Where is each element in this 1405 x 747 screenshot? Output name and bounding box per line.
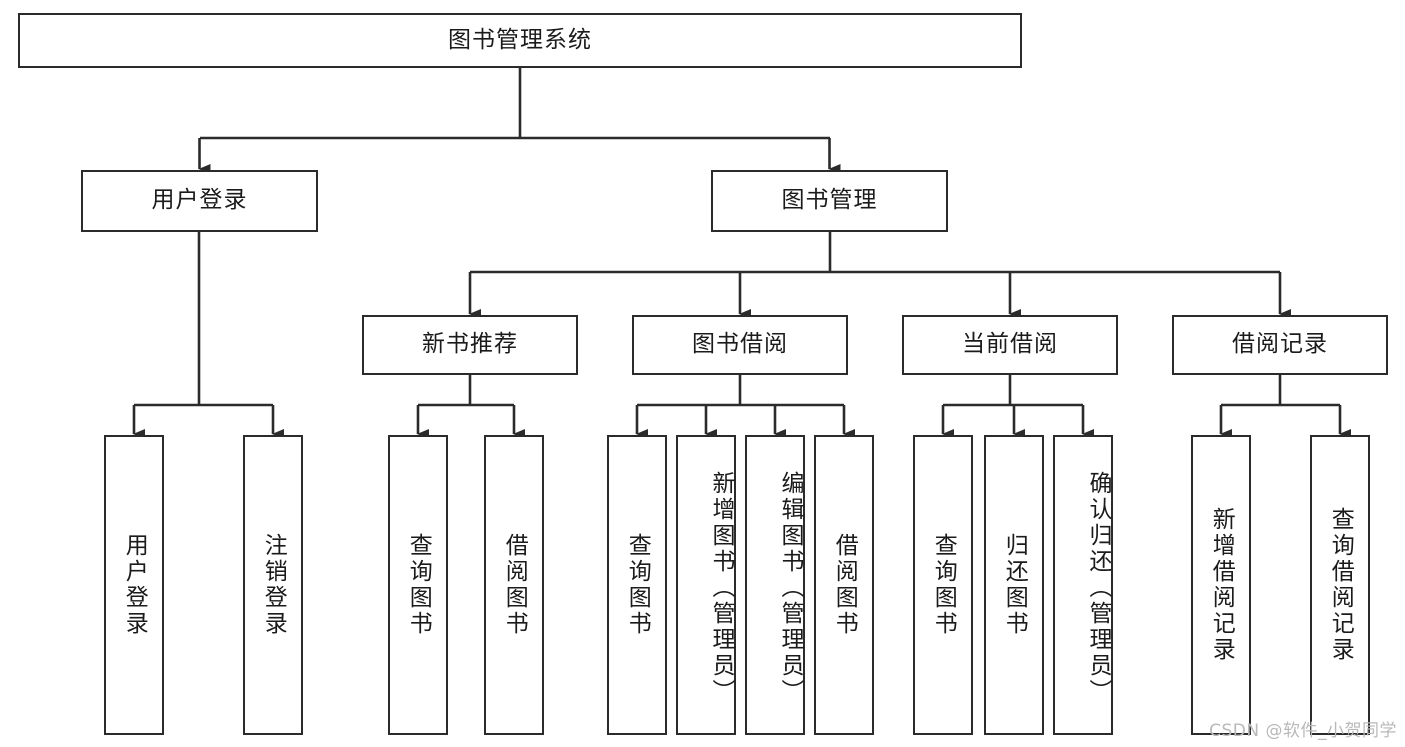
node-label: 编辑图书（管理员）	[777, 471, 803, 705]
node-label: 借阅记录	[1232, 331, 1328, 358]
node-leaf-add-book[interactable]: 新增图书（管理员）	[676, 435, 736, 735]
node-borrow-record[interactable]: 借阅记录	[1172, 315, 1388, 375]
node-label: 查询图书	[405, 533, 432, 637]
node-label: 图书借阅	[692, 331, 788, 358]
node-label: 借阅图书	[501, 533, 528, 637]
node-label: 图书管理	[781, 187, 878, 214]
node-label: 借阅图书	[831, 533, 858, 637]
node-label: 新增借阅记录	[1208, 507, 1235, 663]
node-root[interactable]: 图书管理系统	[18, 13, 1022, 68]
node-book-borrow[interactable]: 图书借阅	[632, 315, 848, 375]
node-leaf-query-record[interactable]: 查询借阅记录	[1310, 435, 1370, 735]
node-label: 查询图书	[930, 533, 957, 637]
node-leaf-user-logout[interactable]: 注销登录	[243, 435, 303, 735]
node-label: 用户登录	[121, 533, 148, 637]
node-leaf-query-book-2[interactable]: 查询图书	[607, 435, 667, 735]
node-label: 当前借阅	[962, 331, 1058, 358]
node-book-manage[interactable]: 图书管理	[711, 170, 948, 232]
node-leaf-add-record[interactable]: 新增借阅记录	[1191, 435, 1251, 735]
node-label: 查询借阅记录	[1327, 507, 1354, 663]
node-leaf-edit-book[interactable]: 编辑图书（管理员）	[745, 435, 805, 735]
node-leaf-user-login[interactable]: 用户登录	[104, 435, 164, 735]
node-label: 注销登录	[260, 533, 287, 637]
node-leaf-borrow-book-2[interactable]: 借阅图书	[814, 435, 874, 735]
node-label: 归还图书	[1001, 533, 1028, 637]
node-user-login[interactable]: 用户登录	[81, 170, 318, 232]
node-new-book-rec[interactable]: 新书推荐	[362, 315, 578, 375]
node-leaf-query-book-1[interactable]: 查询图书	[388, 435, 448, 735]
node-label: 查询图书	[624, 533, 651, 637]
node-label: 用户登录	[151, 187, 248, 214]
node-current-borrow[interactable]: 当前借阅	[902, 315, 1118, 375]
node-label: 图书管理系统	[448, 26, 592, 53]
node-leaf-return-book[interactable]: 归还图书	[984, 435, 1044, 735]
node-leaf-query-book-3[interactable]: 查询图书	[913, 435, 973, 735]
node-label: 确认归还（管理员）	[1085, 471, 1111, 705]
node-leaf-confirm-return[interactable]: 确认归还（管理员）	[1053, 435, 1113, 735]
node-label: 新书推荐	[422, 331, 518, 358]
node-leaf-borrow-book-1[interactable]: 借阅图书	[484, 435, 544, 735]
node-label: 新增图书（管理员）	[708, 471, 734, 705]
